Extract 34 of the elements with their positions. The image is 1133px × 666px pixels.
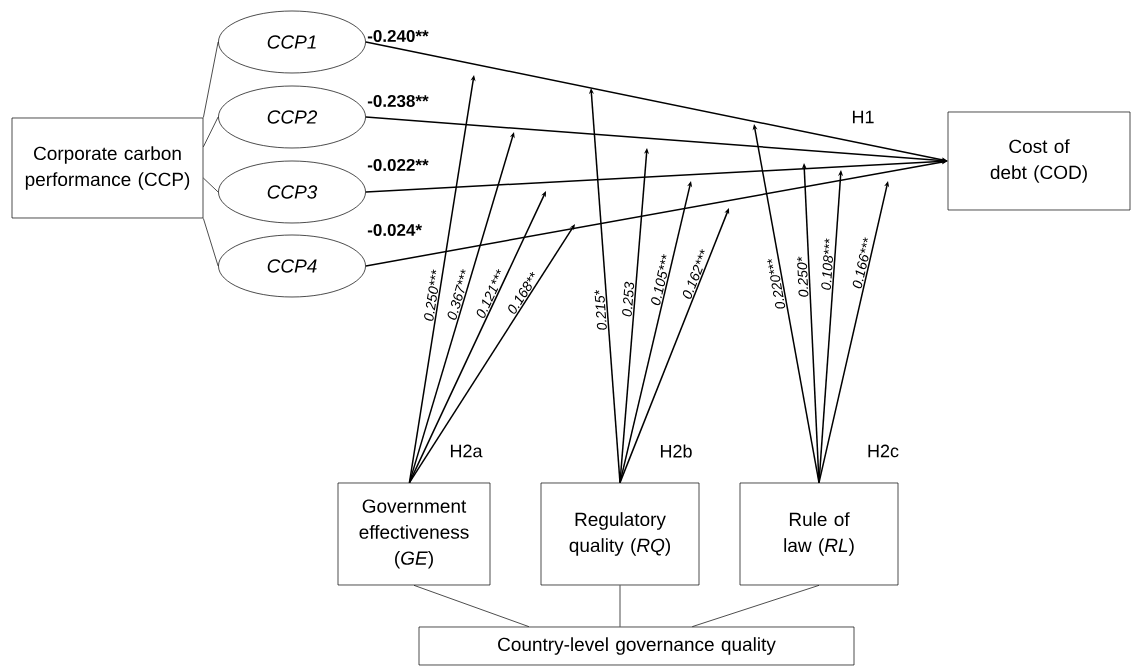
connector-line: [413, 585, 530, 627]
coefficient-label: 0.253: [622, 281, 635, 317]
hypothesis-label: H2b: [660, 444, 692, 458]
coefficient-label: 0.220***: [767, 258, 786, 309]
coefficient-label: 0.250*: [797, 256, 809, 297]
coefficient-label: 0.108***: [821, 238, 833, 290]
coefficient-label: -0.240**: [367, 30, 429, 42]
connector-line: [203, 41, 219, 118]
coefficient-label: 0.162***: [682, 249, 705, 299]
concept-box: Cost of debt (COD): [947, 111, 1131, 211]
connector-line: [203, 177, 219, 193]
concept-box: Government effectiveness (GE): [337, 482, 491, 586]
coefficient-label: -0.024*: [367, 224, 422, 236]
connector-line: [203, 116, 219, 148]
arrow: [619, 208, 730, 484]
coefficient-label: 0.215*: [594, 289, 607, 330]
concept-box: Regulatory quality (RQ): [540, 482, 700, 586]
coefficient-label: 0.367***: [447, 269, 466, 320]
concept-box: Rule of law (RL): [739, 482, 899, 586]
hypothesis-label: H1: [852, 110, 874, 124]
coefficient-label: 0.166***: [852, 237, 869, 289]
arrow: [408, 224, 575, 484]
coefficient-label: 0.105***: [651, 254, 667, 306]
arrow: [408, 132, 515, 484]
hypothesis-label: H2a: [450, 444, 483, 458]
concept-box: Country-level governance quality: [418, 626, 855, 666]
coefficient-label: -0.022**: [367, 159, 429, 171]
coefficient-label: -0.238**: [367, 94, 429, 108]
connector-line: [691, 585, 820, 627]
coefficient-label: 0.250***: [424, 269, 438, 321]
connector-line: [203, 218, 219, 267]
concept-box: Corporate carbon performance (CCP): [11, 117, 204, 219]
connector-line: [619, 585, 621, 627]
hypothesis-label: H2c: [868, 444, 899, 458]
